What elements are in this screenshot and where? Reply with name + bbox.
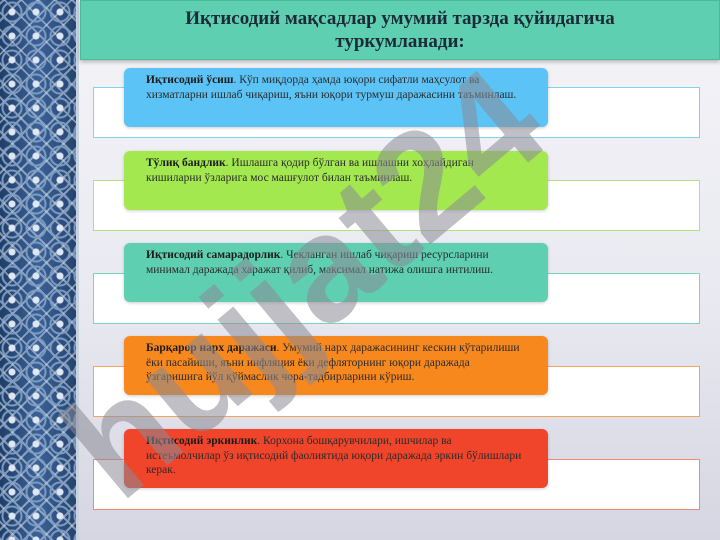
item-pill: Тўлиқ бандлик. Ишлашга қодир бўлган ва и…: [124, 151, 548, 210]
item-text: . Корхона бошқарувчилари, ишчилар ва ист…: [146, 435, 522, 476]
item-term: Иқтисодий самарадорлик: [146, 249, 281, 261]
item-text: . Кўп миқдорда ҳамда юқори сифатли маҳсу…: [146, 74, 517, 101]
item-term: Барқарор нарх даражаси: [146, 342, 277, 354]
item-pill: Иқтисодий самарадорлик. Чекланган ишлаб …: [124, 243, 548, 302]
item-term: Тўлиқ бандлик: [146, 157, 226, 169]
item-text: . Чекланган ишлаб чиқариш ресурсларини м…: [146, 249, 493, 276]
item-pill: Иқтисодий ўсиш. Кўп миқдорда ҳамда юқори…: [124, 68, 548, 127]
slide-title: Иқтисодий мақсадлар умумий тарзда қуйида…: [185, 8, 615, 52]
item-pill: Иқтисодий эркинлик. Корхона бошқарувчила…: [124, 429, 548, 488]
slide-title-box: Иқтисодий мақсадлар умумий тарзда қуйида…: [80, 0, 720, 60]
item-pill: Барқарор нарх даражаси. Умумий нарх дара…: [124, 336, 548, 395]
item-term: Иқтисодий эркинлик: [146, 435, 258, 447]
decorative-mosaic-strip: [0, 0, 76, 540]
item-text: . Ишлашга қодир бўлган ва ишлашни хоҳлай…: [146, 157, 474, 184]
strip-divider: [76, 0, 79, 540]
item-text: . Умумий нарх даражасининг кескин кўтари…: [146, 342, 520, 383]
item-term: Иқтисодий ўсиш: [146, 74, 234, 86]
